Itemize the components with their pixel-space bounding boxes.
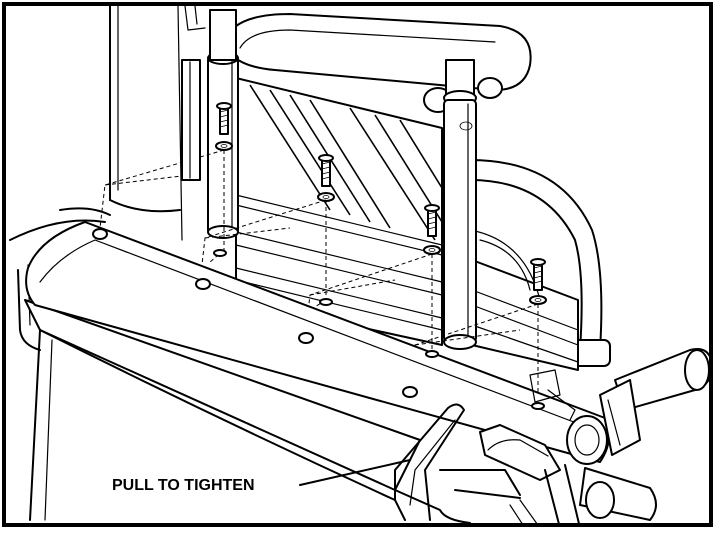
front-hardware [509, 348, 709, 523]
upper-strut [181, 6, 206, 181]
seat-rail [25, 221, 610, 465]
seat-back-outline [109, 6, 183, 241]
tension-bracket [394, 403, 561, 521]
screws [215, 102, 547, 305]
rail-holes [92, 228, 545, 410]
screw-4 [529, 258, 547, 305]
screw-2 [317, 154, 335, 202]
rear-post [443, 59, 477, 350]
screw-1 [215, 102, 233, 151]
callout: PULL TO TIGHTEN [112, 459, 411, 494]
side-panel [235, 77, 579, 371]
outer-frame [2, 2, 713, 527]
screw-3 [423, 204, 441, 255]
callout-label: PULL TO TIGHTEN [112, 477, 255, 494]
seat-bottom [24, 299, 471, 523]
